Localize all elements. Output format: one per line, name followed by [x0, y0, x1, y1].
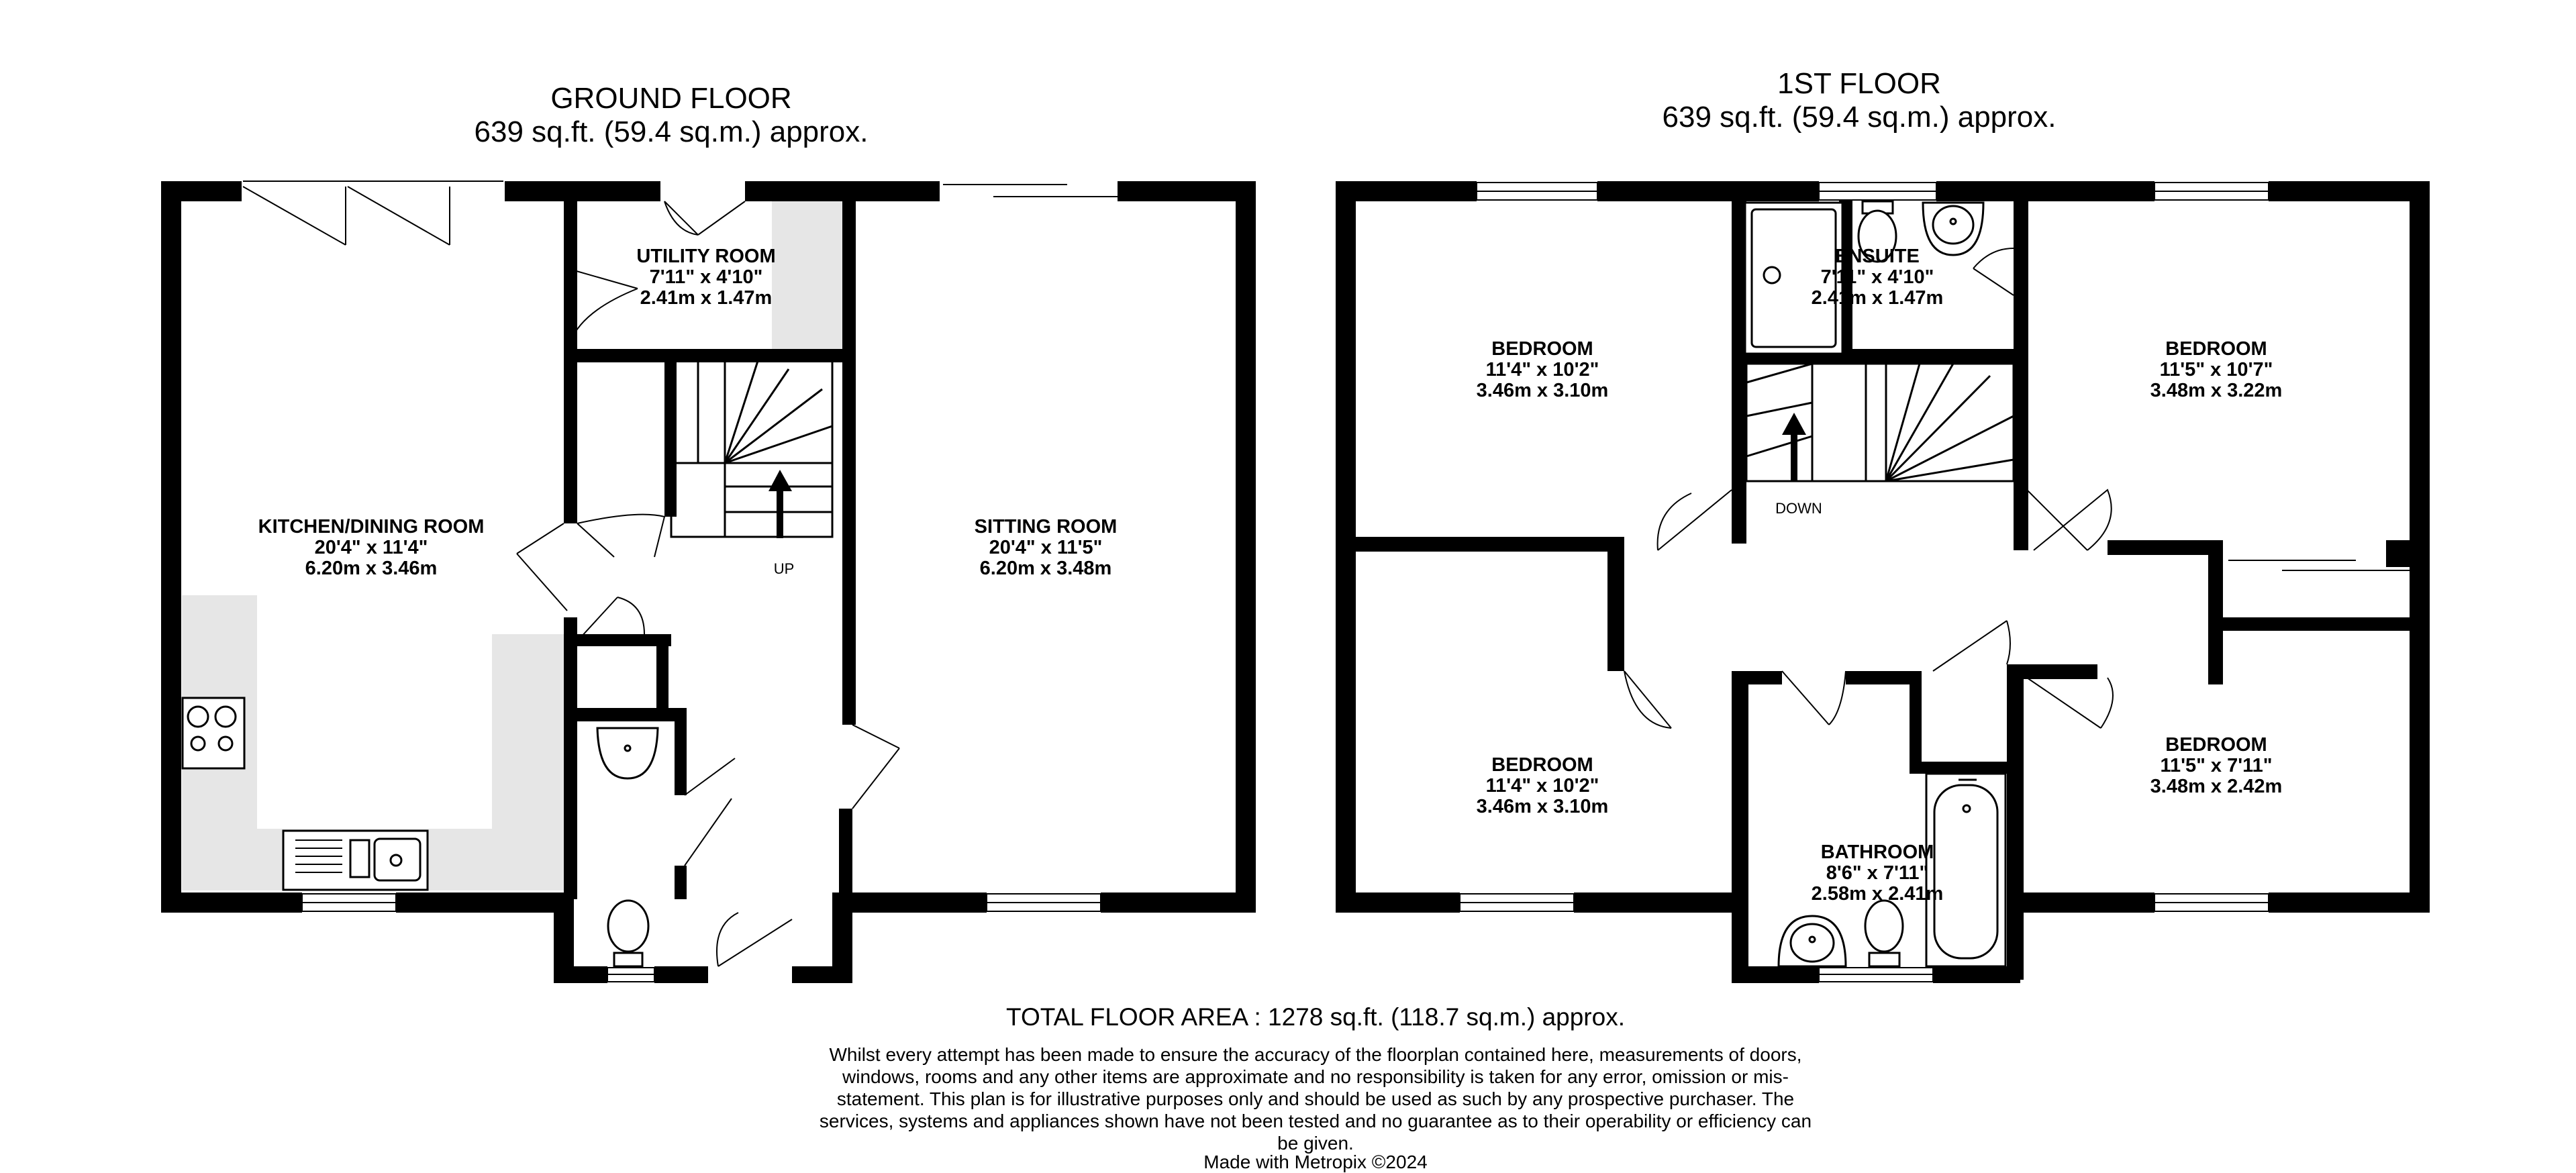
first-floor-title: 1ST FLOOR — [1777, 67, 1941, 100]
room-label-bedroom-2: BEDROOM 11'5" x 10'7" 3.48m x 3.22m — [2150, 338, 2283, 401]
first-floor-plan — [1336, 181, 2430, 983]
ground-floor-door-swings — [516, 201, 900, 967]
ensuite-shower-icon — [1744, 201, 1844, 355]
ensuite-basin-icon — [1922, 201, 1985, 256]
first-floor-area: 639 sq.ft. (59.4 sq.m.) approx. — [1662, 101, 2057, 134]
ground-floor-plan — [161, 181, 1256, 983]
ground-floor-stairs — [670, 358, 834, 538]
first-floor-stairs — [1745, 362, 2015, 482]
ground-floor-title: GROUND FLOOR — [550, 82, 792, 115]
metropix-credit: Made with Metropix ©2024 — [1203, 1152, 1428, 1172]
room-label-bedroom-4: BEDROOM 11'5" x 7'11" 3.48m x 2.42m — [2150, 734, 2283, 797]
room-label-ensuite: ENSUITE 7'11" x 4'10" 2.41m x 1.47m — [1811, 246, 1944, 309]
first-floor-heading: 1ST FLOOR 639 sq.ft. (59.4 sq.m.) approx… — [1663, 67, 2057, 134]
first-floor-door-swings — [1624, 248, 2114, 729]
room-label-bathroom: BATHROOM 8'6" x 7'11" 2.58m x 2.41m — [1811, 842, 1944, 905]
stairs-up-arrow — [769, 470, 792, 538]
bathroom-toilet-icon — [1864, 899, 1904, 968]
room-label-kitchen: KITCHEN/DINING ROOM 20'4" x 11'4" 6.20m … — [258, 516, 485, 579]
wc-basin-icon — [596, 727, 659, 780]
hob-icon — [181, 697, 246, 770]
kitchen-bifold-doors — [242, 181, 503, 246]
kitchen-sink-icon — [282, 829, 429, 891]
first-floor-windows — [1459, 182, 2269, 982]
wc-toilet-icon — [607, 899, 650, 968]
room-label-sitting: SITTING ROOM 20'4" x 11'5" 6.20m x 3.48m — [974, 516, 1118, 579]
stairs-down-arrow — [1782, 413, 1806, 481]
room-label-utility: UTILITY ROOM 7'11" x 4'10" 2.41m x 1.47m — [636, 246, 776, 309]
stairs-down-label: DOWN — [1775, 500, 1822, 517]
room-label-bedroom-1: BEDROOM 11'4" x 10'2" 3.46m x 3.10m — [1476, 338, 1609, 401]
ensuite-toilet-icon — [1857, 200, 1897, 263]
sitting-room-sliding-doors — [943, 184, 1118, 197]
bathroom-basin-icon — [1777, 915, 1847, 968]
ground-floor-heading: GROUND FLOOR 639 sq.ft. (59.4 sq.m.) app… — [475, 82, 869, 149]
total-floor-area: TOTAL FLOOR AREA : 1278 sq.ft. (118.7 sq… — [1006, 1003, 1625, 1031]
first-floor-walls — [1336, 181, 2430, 983]
room-label-bedroom-3: BEDROOM 11'4" x 10'2" 3.46m x 3.10m — [1476, 754, 1609, 817]
bathtub-icon — [1925, 772, 2007, 968]
ground-floor-walls — [161, 181, 1256, 983]
ground-floor-area: 639 sq.ft. (59.4 sq.m.) approx. — [474, 115, 869, 148]
disclaimer-text: Whilst every attempt has been made to en… — [819, 1044, 1812, 1154]
wardrobe-sliding-doors — [2228, 560, 2410, 571]
ground-floor-windows — [301, 893, 1101, 982]
stairs-up-label: UP — [773, 560, 795, 577]
